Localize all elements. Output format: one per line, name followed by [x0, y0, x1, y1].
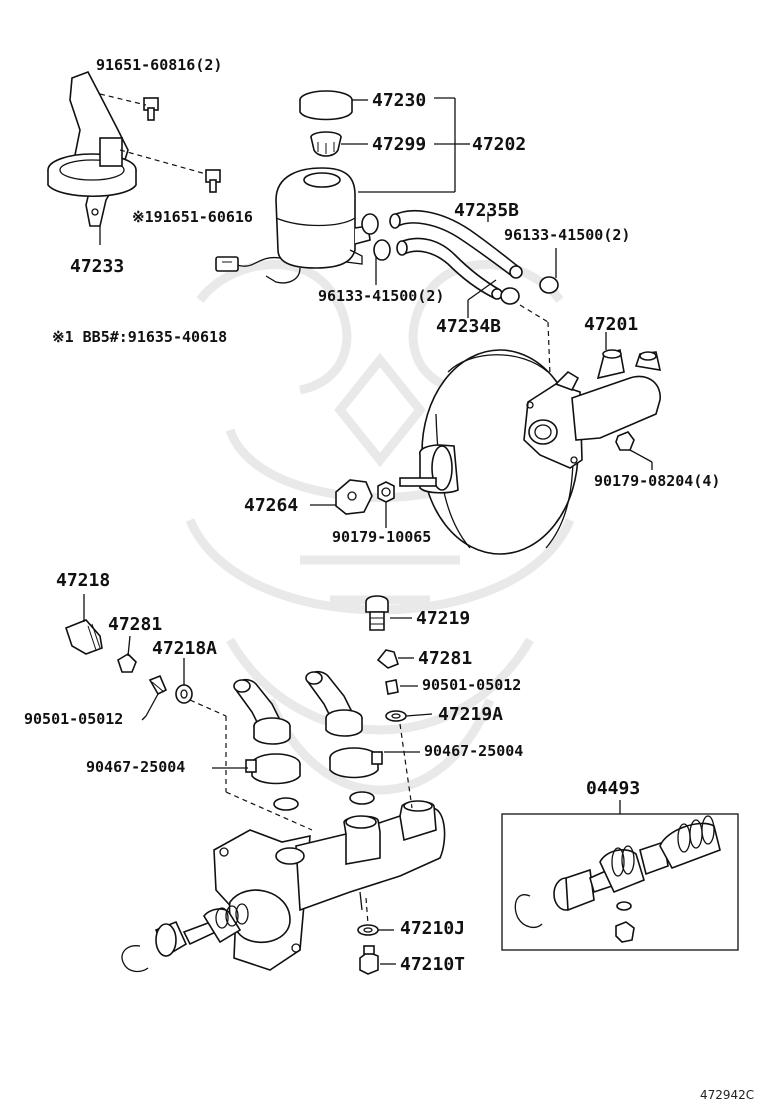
- gasket-47219a-drawing: [385, 710, 407, 722]
- bolt-47210t-drawing: [359, 945, 379, 975]
- label-04493[interactable]: 04493: [586, 778, 641, 799]
- label-90179-10065[interactable]: 90179-10065: [332, 528, 432, 546]
- gasket-47210j-drawing: [357, 924, 379, 936]
- nut-90179-08204-drawing: [615, 431, 635, 451]
- label-47201[interactable]: 47201: [584, 314, 639, 335]
- label-47219[interactable]: 47219: [416, 608, 471, 629]
- label-91651-60816[interactable]: 91651-60816(2): [96, 56, 223, 74]
- hose-47234b-drawing: [396, 237, 503, 300]
- screw-90501-05012-left-drawing: [148, 674, 168, 696]
- elbow-fitting-left-drawing: [233, 678, 291, 745]
- label-47219a[interactable]: 47219A: [438, 704, 504, 725]
- o-rings-drawing: [273, 791, 375, 811]
- label-90501-05012-right[interactable]: 90501-05012: [422, 676, 522, 694]
- label-47218[interactable]: 47218: [56, 570, 111, 591]
- cap-47281-left-drawing: [117, 652, 137, 673]
- snap-ring-lower-drawing: [121, 945, 149, 973]
- cap-47281-right-drawing: [376, 649, 399, 669]
- label-47233[interactable]: 47233: [70, 256, 125, 277]
- label-47234b[interactable]: 47234B: [436, 316, 502, 337]
- label-47210j[interactable]: 47210J: [400, 918, 466, 939]
- screw-90501-05012-right-drawing: [385, 679, 399, 695]
- label-90179-08204[interactable]: 90179-08204(4): [594, 472, 721, 490]
- elbow-fitting-right-drawing: [305, 670, 363, 737]
- note-bb5: ※1 BB5#:91635-40618: [52, 328, 228, 346]
- bolt-91651-60616-drawing: [205, 169, 221, 193]
- clamp-90467-25004-right-drawing: [329, 747, 383, 779]
- kit-04493-drawing: [514, 815, 721, 943]
- strainer-47299-drawing: [310, 131, 342, 157]
- label-47218a[interactable]: 47218A: [152, 638, 218, 659]
- nut-90179-10065-drawing: [377, 481, 395, 503]
- gasket-47218a-drawing: [175, 684, 193, 704]
- label-47202[interactable]: 47202: [472, 134, 527, 155]
- label-47281-left[interactable]: 47281: [108, 614, 163, 635]
- label-96133-41500-left[interactable]: 96133-41500(2): [318, 287, 445, 305]
- label-47281-right[interactable]: 47281: [418, 648, 473, 669]
- clevis-47264-drawing: [335, 479, 373, 515]
- label-47299[interactable]: 47299: [372, 134, 427, 155]
- label-47235b[interactable]: 47235B: [454, 200, 520, 221]
- bolt-91651-60816-drawing: [143, 97, 159, 121]
- cap-47230-drawing: [299, 90, 353, 121]
- reservoir-tank-drawing: [215, 167, 371, 284]
- label-47210t[interactable]: 47210T: [400, 954, 466, 975]
- label-90467-25004-right[interactable]: 90467-25004: [424, 742, 524, 760]
- kit-04493-box: [501, 800, 739, 951]
- plug-47218-drawing: [65, 619, 103, 655]
- label-47264[interactable]: 47264: [244, 495, 299, 516]
- master-cylinder-lower-drawing: [213, 800, 446, 971]
- plug-47219-drawing: [365, 595, 389, 631]
- label-96133-41500-right[interactable]: 96133-41500(2): [504, 226, 631, 244]
- hose-clamp-drawings: [361, 213, 559, 305]
- master-cylinder-47201-drawing: [523, 348, 662, 469]
- label-91651-60616[interactable]: ※191651-60616: [132, 208, 253, 226]
- label-47230[interactable]: 47230: [372, 90, 427, 111]
- figure-reference: 472942C: [700, 1088, 755, 1102]
- label-90467-25004-left[interactable]: 90467-25004: [86, 758, 186, 776]
- hose-47235b-drawing: [389, 210, 523, 279]
- clamp-90467-25004-left-drawing: [245, 753, 301, 785]
- piston-assembly-lower-drawing: [154, 903, 249, 958]
- label-90501-05012-left[interactable]: 90501-05012: [24, 710, 124, 728]
- bracket-47233-drawing: [47, 71, 137, 245]
